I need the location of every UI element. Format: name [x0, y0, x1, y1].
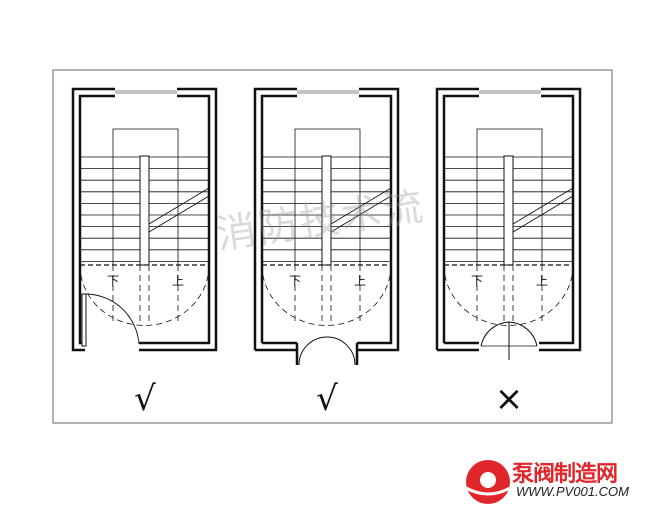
door-frame: [295, 343, 359, 365]
cross-mark: ×: [495, 379, 524, 419]
door-leaf: [81, 293, 87, 347]
logo-name: 泵阀制造网: [512, 462, 618, 487]
wall-inner-left: [442, 94, 479, 343]
break-line: [330, 187, 392, 233]
wall-outer-right: [139, 87, 218, 352]
wall-outer-left: [253, 87, 297, 350]
landing-line: [112, 128, 179, 157]
check-mark: √: [316, 379, 338, 419]
down-label: 下: [107, 274, 119, 288]
check-mark: √: [134, 379, 156, 419]
stair-plan: 下上: [71, 87, 218, 352]
wall-outer-left: [71, 87, 115, 352]
stair-plan: 下上: [435, 87, 582, 360]
up-label: 上: [354, 274, 366, 288]
wall-inner-right: [139, 94, 211, 345]
wall-outer-right: [357, 87, 400, 352]
wall-inner-left: [260, 94, 297, 343]
stair-plan: 下上: [253, 87, 400, 366]
logo-url: WWW.PV001.COM: [516, 484, 629, 499]
wall-outer-left: [435, 87, 479, 350]
wall-inner-right: [357, 94, 393, 345]
wall-inner-right: [539, 94, 575, 345]
door-swing-arc: [480, 321, 538, 347]
up-label: 上: [536, 274, 548, 288]
break-line: [512, 187, 574, 233]
down-label: 下: [289, 274, 301, 288]
down-label: 下: [471, 274, 483, 288]
break-line: [148, 187, 210, 233]
landing-line: [294, 128, 361, 157]
door-swing-arc: [298, 336, 356, 366]
door-swing-arc: [85, 293, 140, 345]
landing-line: [476, 128, 543, 157]
frame-border: [52, 69, 613, 424]
wall-outer-right: [539, 87, 582, 352]
up-label: 上: [172, 274, 184, 288]
